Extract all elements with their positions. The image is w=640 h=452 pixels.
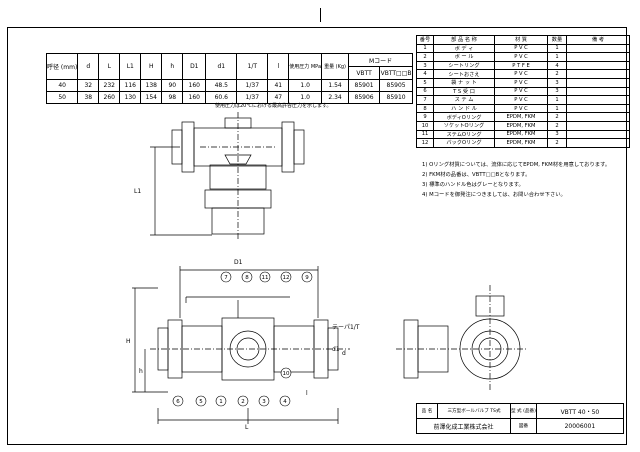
cell (566, 138, 630, 148)
callout-circle (215, 395, 227, 407)
side-view (396, 285, 528, 390)
title-block: 品 名 三方型ボールバルブ TS式 型 式 (品番) VBTT 40・50 前澤… (416, 403, 624, 434)
model-label: 型 式 (品番) (510, 403, 537, 419)
dim-label-h: h (139, 368, 143, 375)
callout-number: 12 (283, 275, 290, 281)
dim-label-l: l (306, 390, 308, 397)
col-header: 呼径 (mm) (45, 53, 79, 80)
callout-circle (259, 271, 271, 283)
cell: 85910 (379, 91, 414, 104)
dim-label-L1: L1 (134, 188, 142, 195)
callout-number: 7 (224, 275, 228, 281)
front-view (132, 266, 350, 424)
cell: 47 (267, 91, 290, 104)
col-header: D1 (182, 53, 207, 80)
callout-circle (279, 395, 291, 407)
notes-list: 1) Oリング材質については、流体に応じてEPDM, FKM材を用意しております… (422, 160, 610, 200)
cell: 60.6 (205, 91, 238, 104)
dim-label-H: H (126, 338, 131, 345)
callout-number: 2 (241, 399, 245, 405)
callout-number: 8 (245, 275, 249, 281)
model-number: VBTT 40・50 (535, 403, 624, 419)
dim-label-L: L (245, 424, 249, 431)
callout-number: 6 (176, 399, 180, 405)
callout-circle (172, 395, 184, 407)
drawing-no-label: 図番 (510, 418, 537, 434)
taper-label: テーパ1/T (332, 324, 360, 331)
dim-label-D1: D1 (234, 259, 243, 266)
drawing-frame (7, 27, 627, 445)
col-header: 1/T (236, 53, 269, 80)
callout-number: 3 (262, 399, 266, 405)
drawing-number: 20006001 (535, 418, 624, 434)
sheet-center-mark (320, 8, 321, 22)
callout-circle (280, 367, 292, 379)
dim-label-d1: d1 (332, 346, 340, 353)
dim-label-d: d (342, 350, 346, 357)
pressure-note: 使用圧力は20℃における最高許容圧力を示します。 (215, 103, 332, 109)
cell: 1/37 (236, 91, 269, 104)
callout-circle (220, 271, 232, 283)
top-view (150, 112, 305, 240)
callout-circle (195, 395, 207, 407)
callout-number: 4 (283, 399, 287, 405)
note-item: 3) 標準のハンドル色はグレーとなります。 (422, 182, 524, 188)
note-item: 1) Oリング材質については、流体に応じてEPDM, FKM材を用意しております… (422, 162, 611, 168)
callout-circle (237, 395, 249, 407)
dimension-table: 呼径 (mm) d L L1 H h D1 d1 1/T l 使用圧力 MPa … (45, 53, 414, 104)
note-item: 4) Mコードを御発注につきましては、お問い合わせ下さい。 (422, 192, 566, 198)
name-label: 品 名 (416, 403, 438, 419)
col-header: d1 (205, 53, 238, 80)
callout-circle (280, 271, 292, 283)
callout-number: 5 (199, 399, 203, 405)
callout-number: 1 (219, 399, 223, 405)
note-item: 2) FKM材の品番は、VBTT□□Bとなります。 (422, 172, 531, 178)
product-name: 三方型ボールバルブ TS式 (437, 403, 511, 419)
callout-circle (258, 395, 270, 407)
callout-number: 9 (305, 275, 309, 281)
callout-circle (241, 271, 253, 283)
callout-circle (301, 271, 313, 283)
cell: 50 (45, 91, 79, 104)
callout-number: 11 (262, 275, 269, 281)
company-name: 前澤化成工業株式会社 (416, 418, 511, 434)
cell: 38 (77, 91, 100, 104)
callout-number: 10 (283, 371, 290, 377)
